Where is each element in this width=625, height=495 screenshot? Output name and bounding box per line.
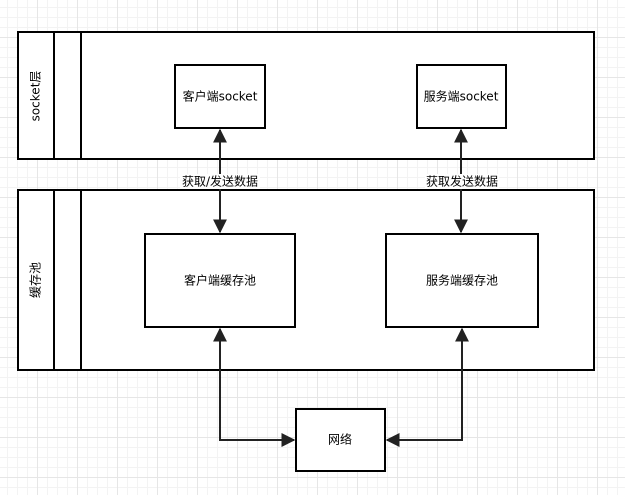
server-socket-node: 服务端socket	[416, 64, 507, 129]
client-socket-label: 客户端socket	[183, 89, 258, 104]
socket-layer-frame	[17, 31, 595, 160]
network-node: 网络	[295, 408, 386, 472]
network-label: 网络	[328, 432, 352, 447]
server-socket-label: 服务端socket	[424, 89, 499, 104]
client-edge-label: 获取/发送数据	[182, 174, 258, 189]
server-cache-node: 服务端缓存池	[385, 233, 539, 328]
client-cache-network-edge	[213, 327, 296, 447]
server-cache-network-edge	[385, 327, 469, 447]
client-cache-label: 客户端缓存池	[184, 273, 256, 288]
client-edge-label-bg	[180, 174, 260, 189]
socket-layer-title: socket层	[29, 71, 43, 122]
server-edge-label-bg	[425, 174, 499, 189]
server-edge-label: 获取发送数据	[426, 174, 498, 189]
socket-layer: socket层	[17, 31, 595, 160]
client-socket-node: 客户端socket	[174, 64, 266, 129]
client-cache-node: 客户端缓存池	[144, 233, 296, 328]
cache-layer-title: 缓存池	[29, 262, 43, 298]
server-cache-label: 服务端缓存池	[426, 273, 498, 288]
